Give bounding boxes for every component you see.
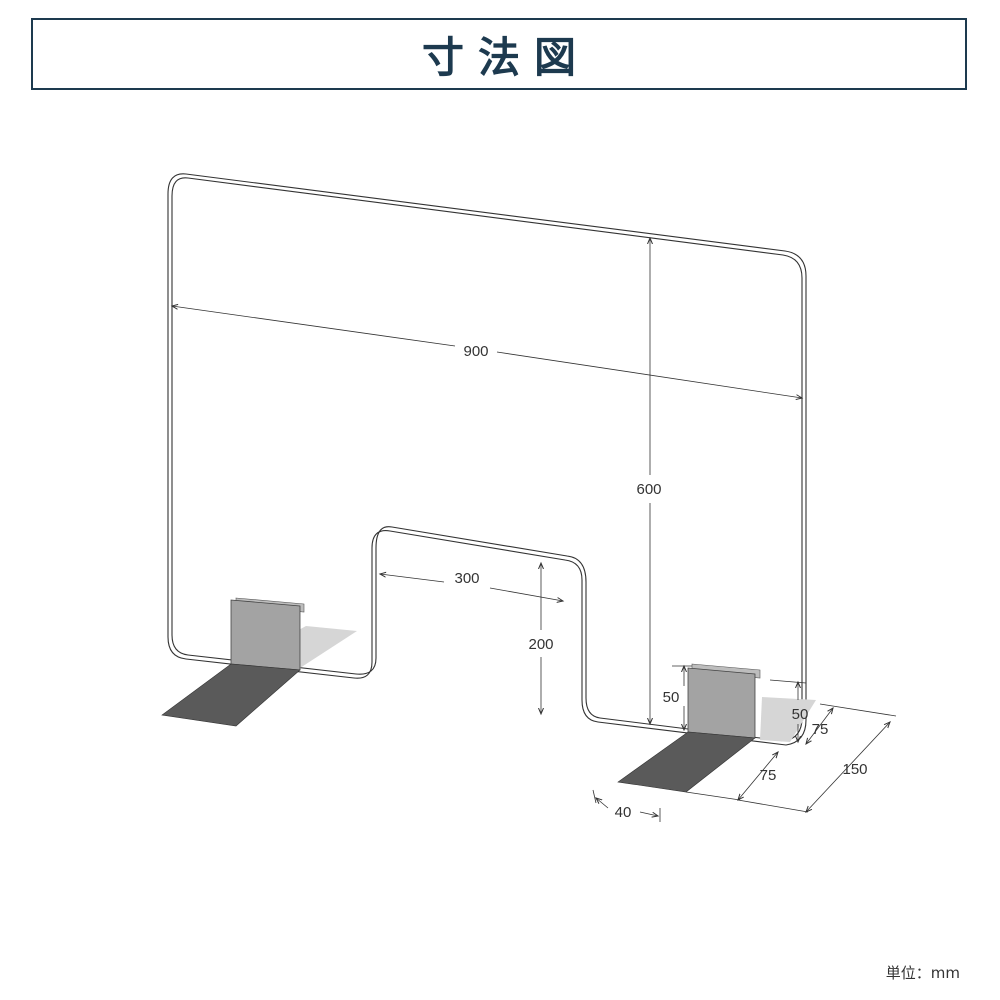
unit-note: 単位：mm (885, 964, 960, 982)
dim-stand-height-label: 50 (663, 689, 680, 706)
dimension-lines (172, 238, 897, 822)
dim-height-label: 600 (636, 481, 661, 498)
dim-stand-depth-upper-label: 75 (812, 721, 829, 738)
left-stand (161, 597, 357, 727)
dimension-labels: 900 600 300 200 50 50 75 75 150 40 (454, 343, 867, 821)
right-stand (617, 663, 816, 793)
dim-opening-width-label: 300 (454, 570, 479, 587)
dim-stand-width-label: 40 (615, 804, 632, 821)
title-banner: 寸法図 (31, 18, 967, 90)
dim-stand-offset-label: 50 (792, 706, 809, 723)
page-title: 寸法図 (421, 32, 590, 82)
dim-stand-depth-lower-label: 75 (760, 767, 777, 784)
dim-opening-height-label: 200 (528, 636, 553, 653)
dim-width-label: 900 (463, 343, 488, 360)
dim-stand-total-depth-label: 150 (842, 761, 867, 778)
acrylic-panel (167, 173, 807, 746)
